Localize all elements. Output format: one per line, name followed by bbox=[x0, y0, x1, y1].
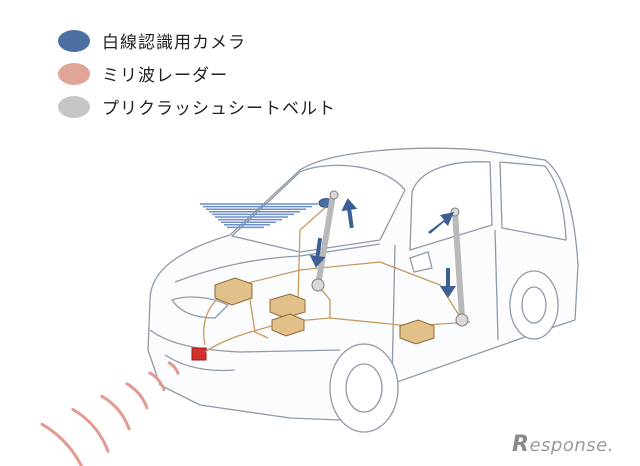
anchor-front-top bbox=[329, 190, 339, 200]
camera-beam bbox=[200, 203, 318, 229]
legend: 白線認識用カメラ ミリ波レーダー プリクラッシュシートベルト bbox=[58, 24, 336, 123]
seatbelt-anchors bbox=[311, 190, 469, 327]
legend-label-radar: ミリ波レーダー bbox=[102, 66, 228, 86]
tension-arrows bbox=[309, 198, 456, 298]
legend-swatch-camera bbox=[58, 29, 90, 52]
wire-camera bbox=[297, 206, 327, 301]
seatbelts bbox=[315, 192, 465, 321]
headlight bbox=[171, 296, 229, 319]
ecu-box-1 bbox=[214, 277, 253, 306]
legend-swatch-radar bbox=[58, 62, 90, 85]
ecu-box-3 bbox=[271, 313, 305, 337]
rear-wheel-hub bbox=[521, 286, 547, 324]
legend-label-seatbelt: プリクラッシュシートベルト bbox=[102, 99, 336, 119]
wheels bbox=[329, 251, 559, 433]
sliding-door-line bbox=[494, 229, 499, 341]
legend-item-seatbelt: プリクラッシュシートベルト bbox=[58, 90, 336, 123]
hood-line bbox=[174, 243, 381, 283]
radar-unit bbox=[191, 347, 207, 361]
arrow-up-front bbox=[341, 198, 358, 229]
bumper-line bbox=[149, 329, 341, 353]
grille bbox=[164, 354, 236, 372]
front-wheel-hub bbox=[345, 363, 383, 413]
anchor-front-bottom bbox=[311, 278, 325, 292]
radar-wave-arc bbox=[40, 422, 84, 466]
radar-wave-arc bbox=[167, 361, 180, 375]
legend-item-radar: ミリ波レーダー bbox=[58, 57, 336, 90]
arrow-down-front bbox=[309, 237, 326, 268]
legend-item-camera: 白線認識用カメラ bbox=[58, 24, 336, 57]
radar-wave-arc bbox=[71, 407, 110, 453]
anchor-rear-bottom bbox=[455, 313, 469, 327]
control-units bbox=[214, 277, 435, 345]
radar-wave-arc bbox=[148, 371, 166, 392]
arrow-down-rear bbox=[440, 268, 456, 298]
radar-wave-arc bbox=[100, 394, 131, 431]
ecu-box-4 bbox=[399, 319, 435, 345]
legend-swatch-seatbelt bbox=[58, 95, 90, 118]
side-mirror bbox=[409, 251, 433, 273]
radar-waves bbox=[40, 361, 180, 466]
wire-lower bbox=[249, 299, 269, 339]
side-window-front bbox=[409, 161, 493, 251]
car-body bbox=[147, 147, 579, 421]
radar-wave-arc bbox=[125, 382, 149, 410]
windshield bbox=[231, 164, 406, 253]
seatbelt-front bbox=[315, 192, 336, 288]
legend-label-camera: 白線認識用カメラ bbox=[102, 33, 246, 53]
side-window-rear bbox=[499, 161, 567, 241]
wire-main bbox=[204, 317, 471, 353]
response-watermark: Response. bbox=[512, 432, 614, 457]
ecu-box-2 bbox=[269, 293, 306, 319]
seatbelt-rear bbox=[452, 209, 465, 321]
arrow-up-rear bbox=[428, 212, 454, 234]
